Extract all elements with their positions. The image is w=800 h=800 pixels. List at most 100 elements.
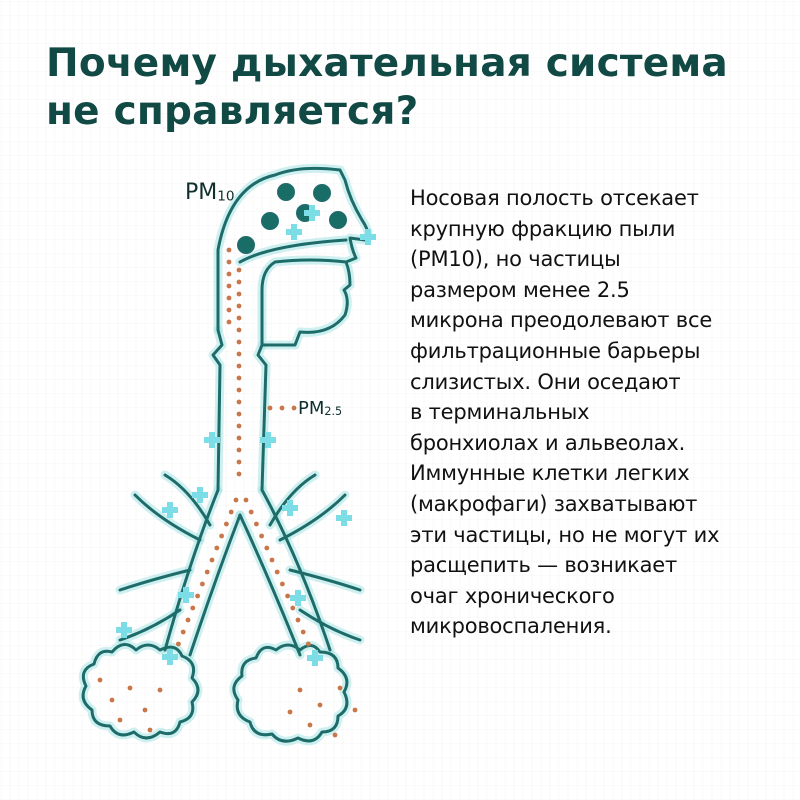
particle-dot-icon [190,605,196,611]
particle-dot-icon [236,351,242,357]
particle-dot-icon [180,629,186,635]
cross-icon [162,502,178,518]
particle-dot-icon [236,267,242,273]
cross-icon [336,510,352,526]
particle-dot-icon [214,545,220,551]
cross-icons [116,205,376,666]
particle-dot-icon [269,557,275,563]
particle-dot-icon [226,307,232,313]
particle-dot-icon [236,423,242,429]
left-branch-1 [118,473,212,642]
particle-dot-icon [236,375,242,381]
cross-icon [192,487,208,503]
particle-dot-icon [236,303,242,309]
particle-dot-icon [236,411,242,417]
particle-dot-icon [243,497,249,503]
particle-dot-icon [261,212,279,230]
pm25-label-sub: 2.5 [324,405,343,419]
particle-dot-icon [209,557,215,563]
particle-dot-icon [307,722,313,728]
particle-dot-icon [142,707,148,713]
body-line-8: в терминальных [410,400,590,425]
particle-dot-icon [290,605,296,611]
pm10-label-sub: 10 [217,188,235,205]
particle-dot-icon [236,447,242,453]
title-line-1: Почему дыхательная система [46,41,728,86]
right-bronchi-inner [238,513,302,657]
left-alveoli [81,643,200,740]
particle-dot-icon [248,509,254,515]
body-line-5: микрона преодолевают все [410,308,713,333]
cross-icon [360,229,376,245]
body-line-10: Иммунные клетки легких [410,461,690,486]
right-alveoli [232,643,349,743]
body-line-7: слизистых. Они оседают [410,369,681,394]
particle-dot-icon [157,687,163,693]
particle-dot-icon [224,521,229,527]
particle-dot-icon [313,184,331,202]
explanation-text: Носовая полость отсекает крупную фракцию… [410,183,790,642]
particle-dot-icon [117,717,123,723]
cross-icon [178,587,194,603]
particle-dot-icon [233,497,239,503]
body-line-2: крупную фракцию пыли [410,216,676,241]
particle-dot-icon [228,509,234,515]
particle-dot-icon [297,687,303,693]
particle-dot-icon [291,405,297,411]
particle-dot-icon [236,435,242,441]
left-bronchi-inner [188,513,242,657]
particle-dot-icon [236,459,242,465]
particle-dot-icon [274,569,280,575]
particle-dot-icon [236,387,242,393]
particle-dot-icon [226,295,232,301]
particle-dot-icon [267,405,273,411]
particle-dot-icon [295,617,301,623]
particle-dot-icon [204,569,210,575]
particle-dot-icon [176,641,181,647]
particle-dot-icon [337,685,343,691]
cross-icon [290,590,306,606]
particle-dot-icon [226,247,232,253]
particle-dot-icon [236,363,242,369]
particle-dot-icon [329,211,347,229]
pm10-label-base: PM [185,180,218,205]
body-line-1: Носовая полость отсекает [410,186,699,210]
body-line-15: микровоспаления. [410,614,612,639]
particle-dot-icon [237,236,255,254]
page-title: Почему дыхательная система не справляетс… [46,40,766,136]
pm25-particles [97,247,358,738]
particle-dot-icon [279,405,285,411]
cross-icon [282,500,298,516]
body-line-4: размером менее 2.5 [410,277,630,302]
body-line-9: бронхиолах и альвеолах. [410,430,686,455]
body-line-14: очаг хронического [410,583,615,608]
particle-dot-icon [226,283,232,289]
cross-icon [116,622,132,638]
particle-dot-icon [200,581,205,587]
particle-dot-icon [185,617,191,623]
cross-icon [307,650,323,666]
body-line-11: (макрофаги) захватывают [410,491,698,516]
particle-dot-icon [236,471,242,477]
right-branch-1 [268,473,362,642]
particle-dot-icon [287,709,293,715]
body-line-12: эти частицы, но не могут их [410,522,720,547]
particle-dot-icon [254,521,259,527]
right-bronchus [260,488,332,652]
particle-dot-icon [236,339,242,345]
pm25-label-base: PM [298,398,325,419]
particle-dot-icon [236,399,242,405]
pm25-label: PM2.5 [298,398,342,419]
pm10-particles [237,183,347,254]
particle-dot-icon [300,629,306,635]
trachea [211,328,268,492]
particle-dot-icon [97,677,103,683]
particle-dot-icon [317,702,323,708]
pm10-label: PM10 [185,180,235,205]
particle-dot-icon [236,291,242,297]
nasal-cavity-floor [238,238,348,264]
left-bronchus [163,488,220,652]
cross-icon [204,432,220,448]
particle-dot-icon [277,183,295,201]
